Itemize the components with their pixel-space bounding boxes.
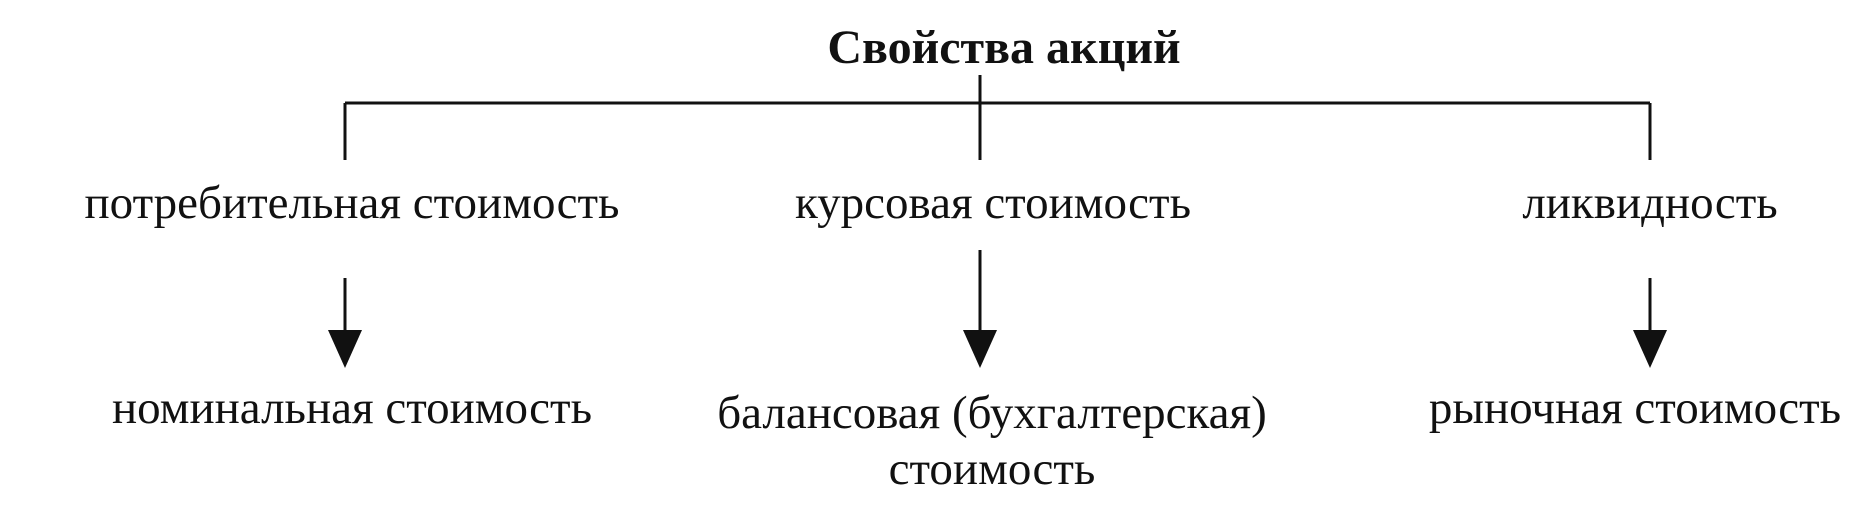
- result-book-value-line-1: балансовая (бухгалтерская): [717, 387, 1267, 439]
- property-liquidity: ликвидность: [1522, 177, 1778, 229]
- result-market-value: рыночная стоимость: [1428, 382, 1842, 434]
- property-use-value: потребительная стоимость: [84, 177, 620, 229]
- property-market-price: курсовая стоимость: [794, 177, 1192, 229]
- result-nominal-value: номинальная стоимость: [111, 382, 593, 434]
- result-book-value: балансовая (бухгалтерская) стоимость: [717, 385, 1267, 498]
- arrow-head-center: [963, 330, 997, 368]
- arrow-head-right: [1633, 330, 1667, 368]
- diagram-title: Свойства акций: [827, 21, 1181, 74]
- result-book-value-line-2: стоимость: [888, 443, 1096, 496]
- arrow-head-left: [328, 330, 362, 368]
